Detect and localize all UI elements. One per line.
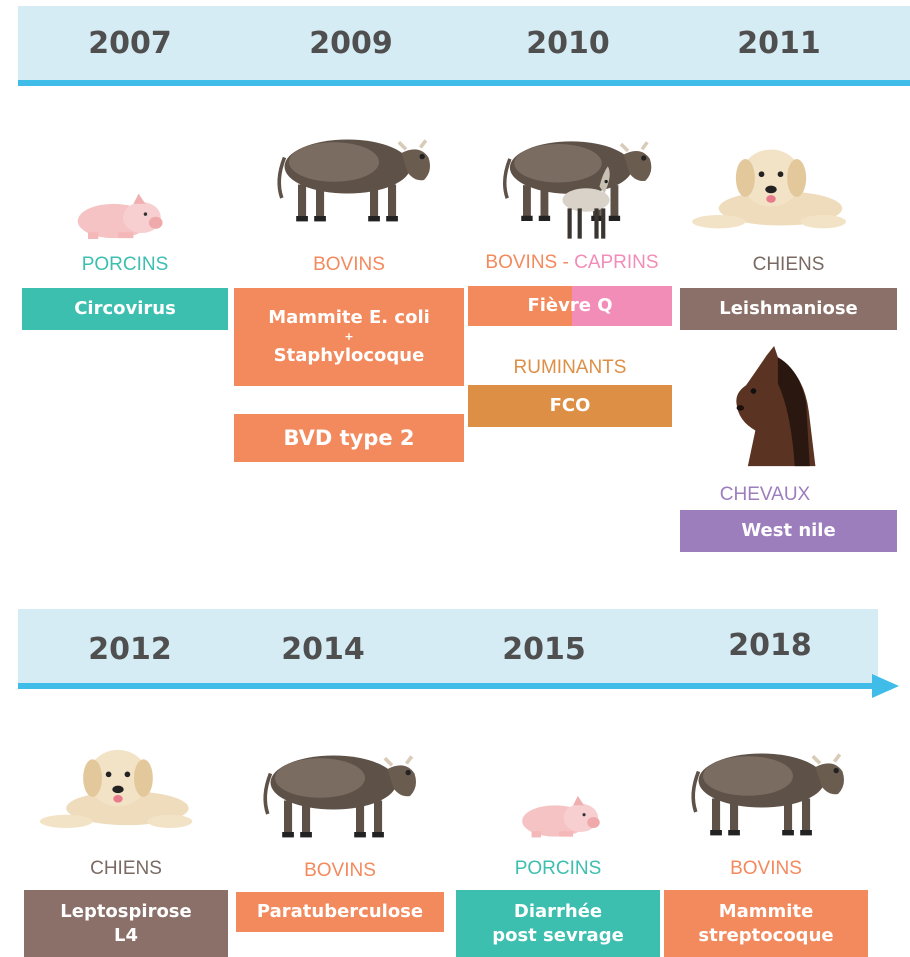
disease-mammite-ecoli-line2: Staphylocoque <box>273 345 425 366</box>
year-2007: 2007 <box>88 26 172 61</box>
disease-mammite-ecoli-plus: + <box>344 330 354 343</box>
category-caprins-part: CAPRINS <box>574 252 659 273</box>
category-porcins: PORCINS <box>81 254 169 275</box>
timeline-band-bottom <box>18 609 878 683</box>
timeline-line-top <box>18 80 910 86</box>
disease-west-nile: West nile <box>680 510 897 552</box>
category-bovins-part: BOVINS - <box>485 252 575 273</box>
cow-icon <box>262 112 442 230</box>
pig-icon <box>512 788 606 843</box>
disease-diarrhee-line2: post sevrage <box>492 924 624 946</box>
disease-paratuberculose: Paratuberculose <box>236 892 444 932</box>
dog-icon <box>38 740 198 835</box>
disease-leptospirose-line1: Leptospirose <box>60 900 192 922</box>
disease-bvd: BVD type 2 <box>234 414 464 462</box>
category-ruminants: RUMINANTS <box>513 357 627 378</box>
timeline-band-top <box>18 6 910 80</box>
category-porcins: PORCINS <box>514 858 602 879</box>
year-2018: 2018 <box>728 628 812 663</box>
disease-leptospirose: Leptospirose L4 <box>24 890 228 957</box>
disease-leptospirose-line2: L4 <box>114 924 138 946</box>
timeline-line-bottom <box>18 683 876 689</box>
disease-fievre-q: Fièvre Q <box>468 286 672 326</box>
disease-circovirus: Circovirus <box>22 288 228 330</box>
category-chevaux: CHEVAUX <box>719 484 811 505</box>
disease-leishmaniose: Leishmaniose <box>680 288 897 330</box>
category-bovins: BOVINS <box>313 254 385 275</box>
year-2009: 2009 <box>309 26 393 61</box>
horse-icon <box>720 346 832 468</box>
category-bovins: BOVINS <box>304 860 376 881</box>
year-2010: 2010 <box>526 26 610 61</box>
category-chiens: CHIENS <box>90 858 162 879</box>
year-2011: 2011 <box>737 26 821 61</box>
timeline-arrow-head <box>872 674 899 698</box>
disease-mammite-streptocoque: Mammite streptocoque <box>664 890 868 957</box>
pig-icon <box>66 185 170 245</box>
category-chiens: CHIENS <box>752 254 825 275</box>
year-2015: 2015 <box>502 632 586 667</box>
category-bovins-caprins: BOVINS - CAPRINS <box>466 252 678 274</box>
disease-fco: FCO <box>468 385 672 427</box>
disease-mammite-ecoli-line1: Mammite E. coli <box>268 307 430 328</box>
year-2014: 2014 <box>281 632 365 667</box>
year-2012: 2012 <box>88 632 172 667</box>
cow-icon <box>676 726 856 844</box>
goat-icon <box>552 158 620 242</box>
cow-icon <box>248 728 428 846</box>
dog-icon <box>690 140 852 235</box>
category-bovins: BOVINS <box>730 858 802 879</box>
disease-mammite-strep-line2: streptocoque <box>698 924 834 946</box>
disease-diarrhee-line1: Diarrhée <box>513 900 603 922</box>
disease-mammite-strep-line1: Mammite <box>718 900 814 922</box>
disease-diarrhee-post-sevrage: Diarrhée post sevrage <box>456 890 660 957</box>
disease-mammite-ecoli: Mammite E. coli + Staphylocoque <box>234 288 464 386</box>
